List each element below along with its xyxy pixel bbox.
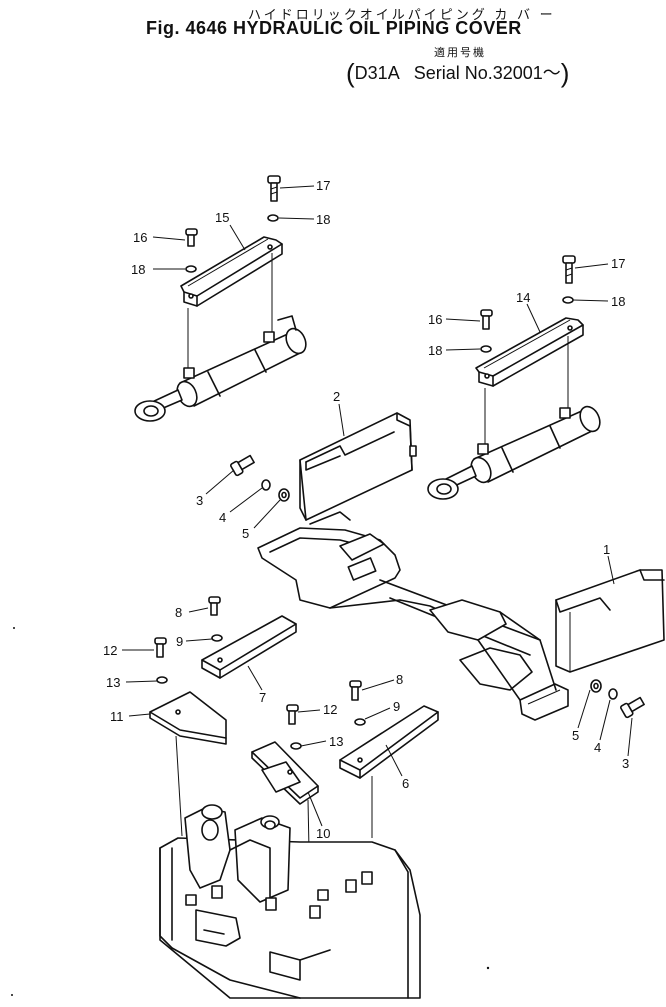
boss [265,897,277,911]
boss [361,871,373,885]
track-frame-crossbar [257,511,569,721]
callout-7: 7 [259,690,266,705]
callout-4: 4 [219,510,226,525]
callout-9: 9 [393,699,400,714]
callout-18: 18 [611,294,625,309]
callout-12: 12 [103,643,117,658]
serial-applicability: (D31A Serial No.32001～) [346,58,569,89]
bracket-14 [475,317,584,387]
scan-speck [13,627,15,629]
model-code: D31A [354,63,400,83]
callout-5: 5 [242,526,249,541]
callout-17: 17 [611,256,625,271]
washer-icon [211,634,223,642]
close-paren: ) [560,58,570,88]
lower-right-plates [251,680,439,901]
plate-10 [251,741,319,805]
bolt-icon [620,696,645,719]
boss [345,879,357,893]
bolt-icon [185,228,198,247]
boss [211,885,223,899]
boss [185,894,197,906]
title-japanese: ハイドロリックオイルパイピング カ バ ー [248,7,556,22]
callout-14: 14 [516,290,530,305]
applicability-label-japanese: 適用号機 [434,47,486,59]
plate-6 [339,705,439,779]
bolt-icon [208,596,221,616]
callout-3: 3 [196,493,203,508]
callout-12: 12 [323,702,337,717]
callout-16: 16 [428,312,442,327]
bolt-icon [480,309,493,330]
bracket-15 [180,236,283,307]
figure-title: Fig. 4646 HYDRAULIC OIL PIPING COVER [146,18,522,38]
callout-18: 18 [316,212,330,227]
washer-icon [156,676,168,684]
fastener-set-right [590,679,645,719]
callout-2: 2 [333,389,340,404]
serial-label: Serial No. [413,63,493,83]
callout-labels: 17 18 15 16 18 17 18 14 16 18 2 3 4 5 1 … [103,178,629,841]
callout-6: 6 [402,776,409,791]
boss [309,905,321,919]
washer-icon [185,265,197,273]
callout-18: 18 [131,262,145,277]
hydraulic-cylinder-right [427,405,601,500]
open-paren: ( [346,58,355,88]
right-cylinder-group [427,255,601,500]
washer-icon [267,214,279,222]
callout-13: 13 [106,675,120,690]
callout-17: 17 [316,178,330,193]
bolt-icon [267,175,281,202]
boss [317,889,329,901]
callout-8: 8 [175,605,182,620]
bolt-icon [154,637,167,658]
callout-1: 1 [603,542,610,557]
callout-5: 5 [572,728,579,743]
main-body-frame [159,804,421,999]
hydraulic-cylinder-left [134,315,307,422]
lower-left-plates [149,596,297,837]
washer-icon [290,742,302,750]
cover-plate-2 [299,412,417,521]
callout-4: 4 [594,740,601,755]
callout-13: 13 [329,734,343,749]
washer-icon [480,345,492,353]
scan-speck [11,994,13,996]
leader-lines [122,185,633,827]
callout-3: 3 [622,756,629,771]
scan-speck [486,966,490,970]
callout-15: 15 [215,210,229,225]
callout-18: 18 [428,343,442,358]
plate-7 [201,615,297,679]
callout-9: 9 [176,634,183,649]
left-cylinder-group [134,175,307,422]
washer-icon [261,479,271,491]
bolt-icon [286,704,299,725]
fastener-set-left [230,454,290,502]
bolt-icon [562,255,576,284]
callout-11: 11 [110,709,124,724]
bolt-icon [230,454,255,477]
bolt-icon [349,680,362,701]
callout-16: 16 [133,230,147,245]
cover-plate-1 [555,569,665,673]
washer-icon [562,296,574,304]
callout-8: 8 [396,672,403,687]
serial-value: 32001～ [492,63,561,83]
washer-icon [608,688,618,700]
plate-11 [149,691,227,745]
washer-icon [354,718,366,726]
callout-10: 10 [316,826,330,841]
